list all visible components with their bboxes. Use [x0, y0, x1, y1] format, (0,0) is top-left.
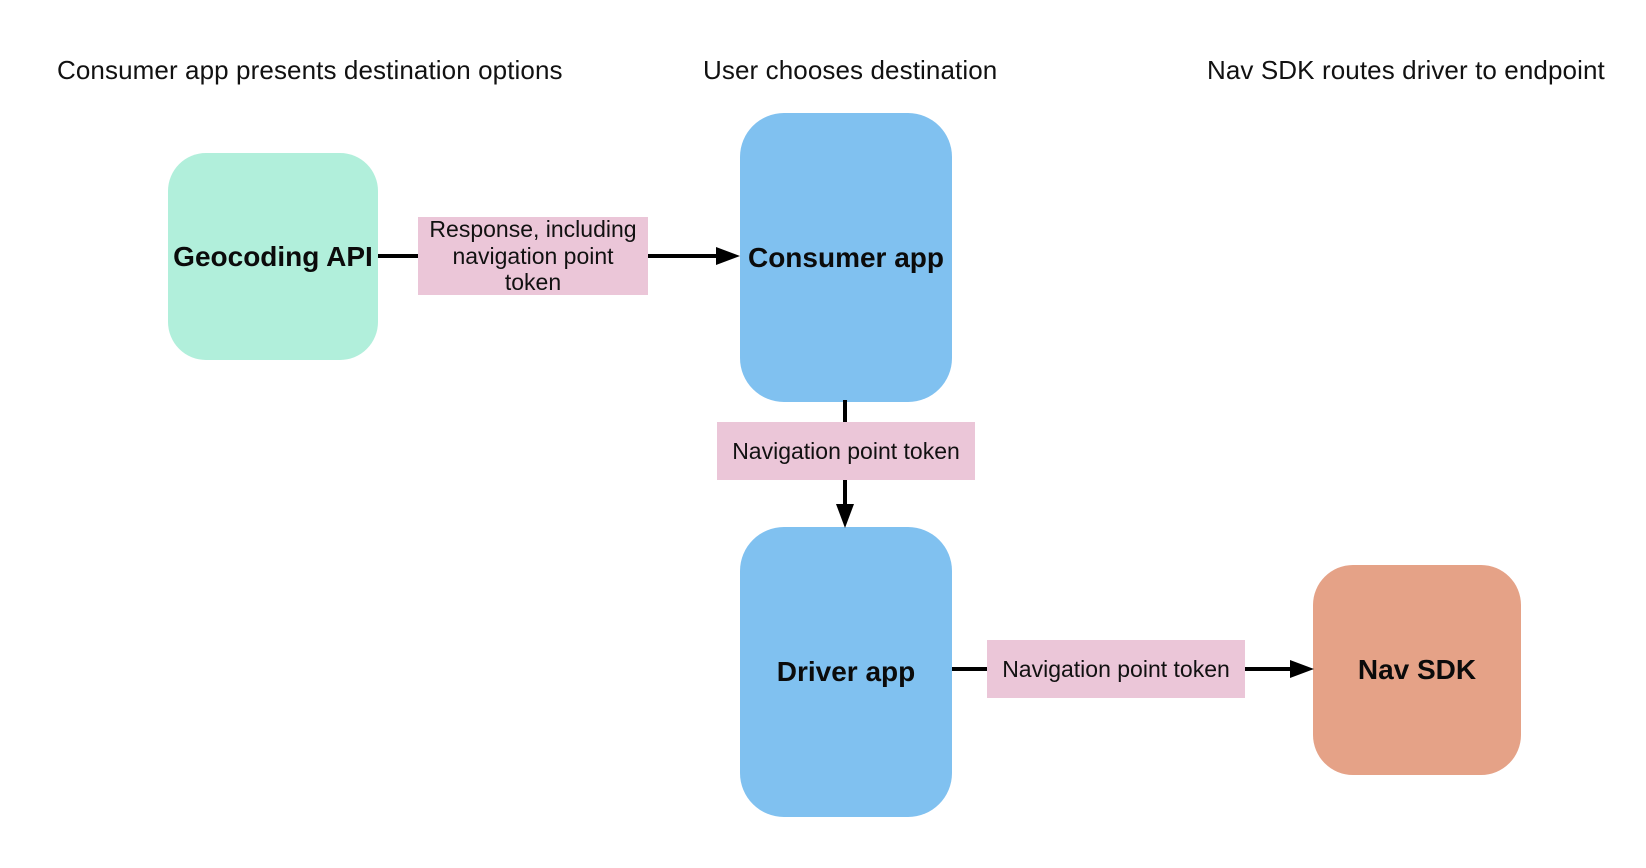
node-consumer-app-label: Consumer app	[747, 241, 945, 273]
edge1-line-right	[648, 254, 718, 258]
node-consumer-app: Consumer app	[740, 113, 952, 402]
edge1-line-left	[378, 254, 418, 258]
node-nav-sdk-label: Nav SDK	[1357, 654, 1477, 685]
edge2-label: Navigation point token	[717, 422, 975, 480]
edge2-arrowhead-down-icon	[836, 504, 854, 528]
node-nav-sdk: Nav SDK	[1313, 565, 1521, 775]
edge1-arrowhead-right-icon	[716, 247, 740, 265]
edge2-line-bottom	[843, 480, 847, 506]
edge3-line-left	[952, 667, 987, 671]
edge3-line-right	[1245, 667, 1292, 671]
column-heading-consumer-presents: Consumer app presents destination option…	[57, 55, 563, 85]
edge3-label: Navigation point token	[987, 640, 1245, 698]
column-heading-navsdk-routes: Nav SDK routes driver to endpoint	[1207, 55, 1605, 85]
node-driver-app: Driver app	[740, 527, 952, 817]
edge3-arrowhead-right-icon	[1290, 660, 1314, 678]
column-heading-user-chooses: User chooses destination	[703, 55, 998, 85]
edge1-label: Response, including navigation point tok…	[418, 216, 648, 295]
node-geocoding-api-label: Geocoding API	[173, 240, 373, 272]
node-geocoding-api: Geocoding API	[168, 153, 378, 360]
node-driver-app-label: Driver app	[776, 656, 916, 687]
edge2-line-top	[843, 400, 847, 424]
